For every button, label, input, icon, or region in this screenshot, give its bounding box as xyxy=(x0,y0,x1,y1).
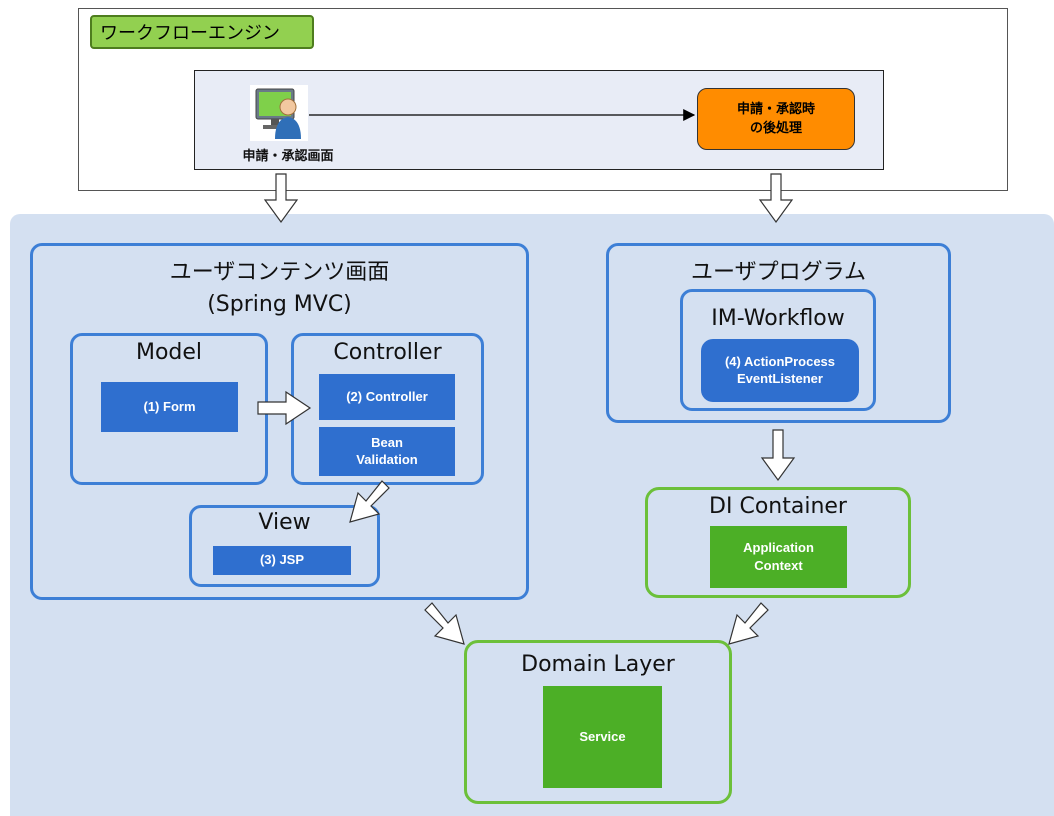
screen-label: 申請・承認画面 xyxy=(242,147,334,163)
hollow-arrow-to-di-container xyxy=(760,429,796,482)
app-context-line-2: Context xyxy=(754,558,803,573)
user-content-subtitle: (Spring MVC) xyxy=(207,291,352,317)
bean-validation-box: Bean Validation xyxy=(319,427,455,476)
controller-box: (2) Controller xyxy=(319,374,455,420)
app-context-line-1: Application xyxy=(743,540,814,556)
user-content-title: ユーザコンテンツ画面 xyxy=(169,260,390,285)
listener-line-1: (4) ActionProcess xyxy=(724,353,836,369)
im-workflow-title: IM-Workflow xyxy=(711,305,845,331)
view-title: View xyxy=(258,509,311,535)
workflow-engine-title: ワークフローエンジン xyxy=(90,15,314,49)
hollow-arrow-to-user-program xyxy=(758,173,794,224)
bean-validation-line-1: Bean xyxy=(371,434,403,450)
jsp-box: (3) JSP xyxy=(213,546,351,575)
controller-title: Controller xyxy=(333,339,442,365)
listener-line-2: EventListener xyxy=(737,370,823,386)
domain-layer-title: Domain Layer xyxy=(521,651,675,677)
post-process-line-2: の後処理 xyxy=(749,120,802,135)
post-process-line-1: 申請・承認時 xyxy=(736,101,815,117)
hollow-arrow-to-user-content xyxy=(263,173,299,224)
user-program-title: ユーザプログラム xyxy=(691,260,866,285)
hollow-arrow-form-to-controller xyxy=(257,390,312,426)
action-process-event-listener-box: (4) ActionProcess EventListener xyxy=(701,339,859,402)
bean-validation-line-2: Validation xyxy=(356,451,418,467)
hollow-arrow-user-content-to-domain xyxy=(424,602,465,645)
model-title: Model xyxy=(135,339,203,365)
application-context-box: Application Context xyxy=(710,526,847,588)
hollow-arrow-controller-to-view xyxy=(349,480,390,523)
service-box: Service xyxy=(543,686,662,788)
form-box: (1) Form xyxy=(101,382,238,432)
post-process-box: 申請・承認時 の後処理 xyxy=(697,88,855,150)
monitor-user-icon xyxy=(250,85,308,141)
di-container-title: DI Container xyxy=(709,493,847,519)
hollow-arrow-di-to-domain xyxy=(728,602,769,645)
